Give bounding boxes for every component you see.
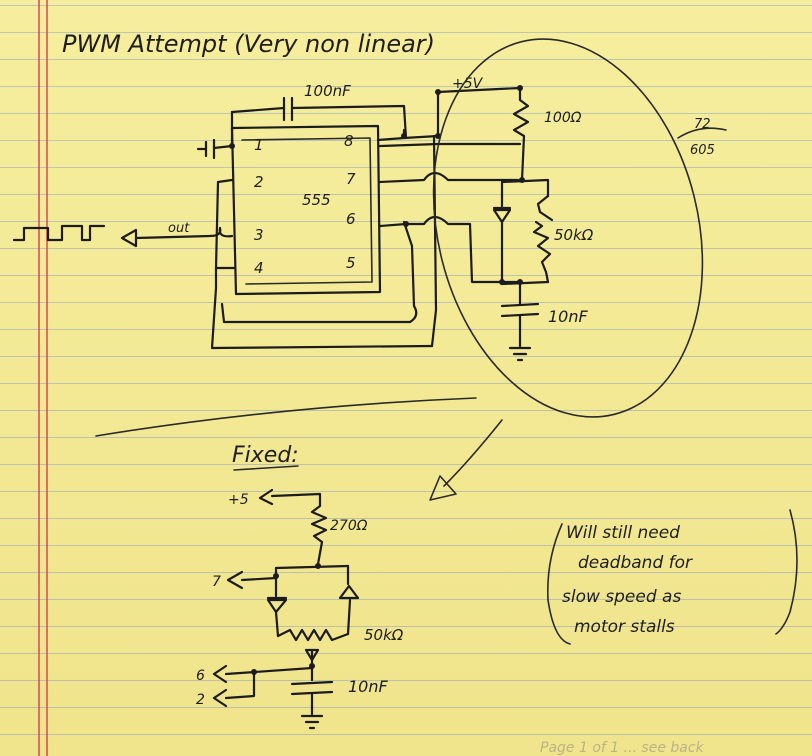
note-line-1: Will still need bbox=[566, 523, 680, 543]
fixed-pot-label: 50kΩ bbox=[364, 626, 404, 644]
fixed-pin7-label: 7 bbox=[212, 574, 221, 590]
note-line-3: slow speed as bbox=[562, 587, 681, 607]
pin-8-label: 8 bbox=[344, 132, 354, 150]
cap-pin1 bbox=[196, 138, 235, 160]
wire-bottom-loop bbox=[210, 266, 434, 350]
fixed-supply-label: +5 bbox=[228, 492, 249, 508]
wire-pin2-pin4 bbox=[214, 178, 236, 270]
cap-100nf-label: 100nF bbox=[304, 82, 351, 100]
cap-10nf-label: 10nF bbox=[548, 307, 589, 326]
pin-4-label: 4 bbox=[254, 259, 264, 277]
arrow-line bbox=[443, 419, 503, 487]
pin-1-label: 1 bbox=[254, 136, 264, 154]
wire-bottom-inner bbox=[220, 220, 418, 324]
fraction-bottom: 605 bbox=[690, 143, 715, 158]
fixed-r-label: 270Ω bbox=[330, 518, 368, 534]
r-100ohm-label: 100Ω bbox=[544, 110, 582, 126]
note-line-4: motor stalls bbox=[574, 617, 675, 637]
fixed-pin2-label: 2 bbox=[196, 692, 205, 708]
pin-6-label: 6 bbox=[346, 210, 356, 228]
out-label: out bbox=[168, 221, 190, 236]
note-bubble: Will still need deadband for slow speed … bbox=[546, 509, 798, 645]
ic-555: 555 1 2 3 4 8 7 6 5 bbox=[230, 124, 382, 296]
pin-5-label: 5 bbox=[346, 254, 356, 272]
diode-pot-network: 50kΩ bbox=[492, 177, 594, 286]
separator-stroke bbox=[95, 397, 477, 437]
margin-line-left bbox=[38, 0, 40, 756]
fixed-pin6-label: 6 bbox=[196, 668, 205, 684]
page-title: PWM Attempt (Very non linear) bbox=[62, 30, 435, 58]
resistor-100ohm: 100Ω bbox=[512, 85, 582, 182]
note-line-2: deadband for bbox=[578, 553, 693, 573]
pin-3-label: 3 bbox=[254, 226, 264, 244]
output-signal: out bbox=[12, 221, 234, 248]
margin-line-right bbox=[46, 0, 48, 756]
fixed-underline bbox=[233, 465, 299, 471]
margin-fraction: 72 605 bbox=[677, 117, 727, 158]
pin-7-label: 7 bbox=[346, 170, 356, 188]
fixed-cap-label: 10nF bbox=[348, 677, 389, 696]
bleed-through-text: Page 1 of 1 ... see back bbox=[540, 740, 705, 756]
cap-100nf-top: 100nF bbox=[230, 82, 408, 148]
pot-50k-label: 50kΩ bbox=[554, 226, 594, 244]
highlight-ellipse bbox=[432, 38, 704, 418]
pin-2-label: 2 bbox=[254, 173, 264, 191]
fixed-circuit: +5 270Ω 7 50kΩ 6 2 bbox=[196, 488, 404, 730]
supply-label: +5V bbox=[452, 76, 484, 92]
cap-10nf-timing: 10nF bbox=[500, 280, 589, 362]
ic-label: 555 bbox=[302, 191, 331, 209]
arrow-head bbox=[429, 475, 457, 501]
fixed-heading: Fixed: bbox=[232, 443, 299, 468]
